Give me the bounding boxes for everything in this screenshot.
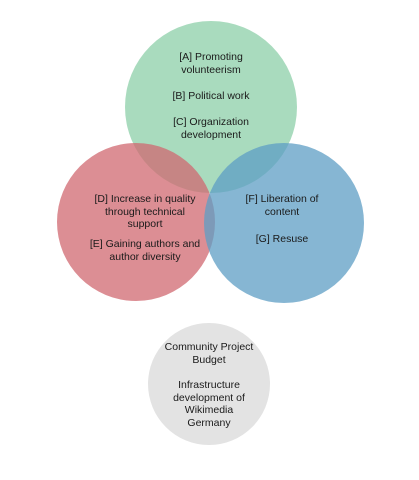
item-f-liberation-of-content: [F] Liberation of content (245, 193, 319, 218)
item-e-gaining-authors: [E] Gaining authors and author diversity (89, 238, 201, 263)
circle-left (57, 143, 215, 301)
item-g-resuse: [G] Resuse (255, 233, 309, 245)
circle-budget (148, 323, 270, 445)
item-b-political-work: [B] Political work (172, 90, 250, 102)
budget-title: Community Project Budget (164, 341, 254, 366)
budget-subtitle: Infrastructure development of Wikimedia … (173, 379, 245, 429)
item-c-organization-development: [C] Organization development (173, 116, 249, 141)
circle-right (204, 143, 364, 303)
item-a-promoting-volunteerism: [A] Promoting volunteerism (179, 51, 243, 76)
item-d-increase-in-quality: [D] Increase in quality through technica… (94, 193, 196, 230)
